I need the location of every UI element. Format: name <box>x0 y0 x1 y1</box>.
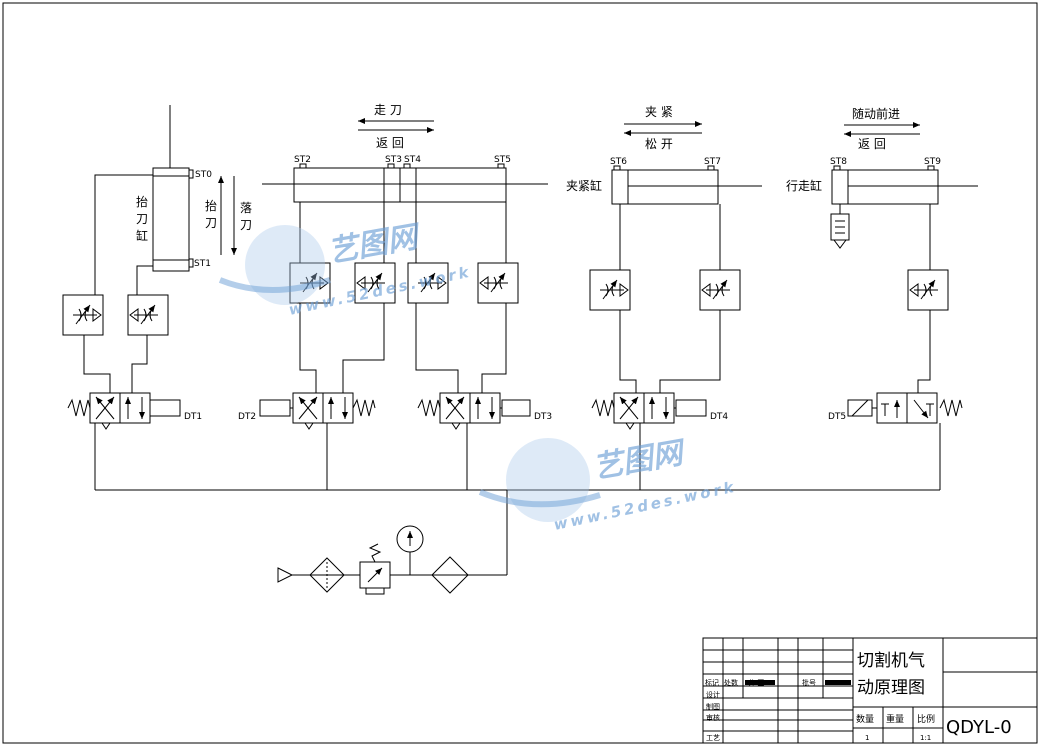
st7-label: ST7 <box>704 157 721 167</box>
clamp-cylinder: ST6 ST7 夹紧缸 夹 紧 松 开 <box>566 105 762 393</box>
drop-label-1: 落 <box>240 201 252 215</box>
throttle-valve-1 <box>63 295 103 335</box>
dt1-label: DT1 <box>184 412 202 422</box>
lift-cyl-label-2: 刀 <box>136 212 148 226</box>
tb-doc-no: 批号 <box>802 678 816 687</box>
return-label-2: 返 回 <box>858 137 886 151</box>
supply-lines <box>94 423 941 576</box>
watermark-2: 艺图网 www.52des.work <box>478 435 738 534</box>
return-label-1: 返 回 <box>376 136 404 150</box>
tb-title-line1: 切割机气 <box>857 651 925 671</box>
lift-label-1: 抬 <box>205 199 217 213</box>
clamp-cyl-label: 夹紧缸 <box>566 178 602 193</box>
st0-label: ST0 <box>195 170 212 180</box>
tb-weight: 重量 <box>886 713 904 725</box>
dt4-label: DT4 <box>710 412 728 422</box>
lift-cyl-label-3: 缸 <box>136 228 148 243</box>
throttle-valve-6 <box>478 263 518 303</box>
lift-label-2: 刀 <box>205 216 217 230</box>
valve-dt4: DT4 <box>591 393 728 429</box>
tb-process: 工艺 <box>706 734 720 742</box>
walk-cylinder: ST2 ST3 ST4 ST5 走 刀 返 回 <box>262 103 548 393</box>
tb-design: 设计 <box>706 690 720 699</box>
valve-dt1: DT1 <box>67 393 202 429</box>
tb-drawing-no: QDYL-0 <box>946 717 1012 738</box>
st9-label: ST9 <box>924 157 941 167</box>
valve-dt3: DT3 <box>417 393 552 429</box>
tb-scale: 比例 <box>917 713 935 725</box>
watermark-1: 艺图网 www.52des.work <box>218 219 473 319</box>
tb-zone: 分 区 <box>748 678 764 687</box>
dt5-label: DT5 <box>828 412 846 422</box>
walk-cyl-label: 行走缸 <box>786 178 822 193</box>
follow-cylinder: ST8 ST9 行走缸 随动前进 返 回 <box>786 106 978 393</box>
st4-label: ST4 <box>404 155 421 165</box>
dt2-label: DT2 <box>238 412 256 422</box>
tb-count: 处数 <box>724 678 738 687</box>
tb-draft: 制图 <box>706 702 720 711</box>
tb-check: 审核 <box>706 713 720 722</box>
tb-mark: 标记 <box>705 678 719 687</box>
walk-label: 走 刀 <box>374 103 402 117</box>
tb-title-line2: 动原理图 <box>857 678 925 698</box>
release-label: 松 开 <box>645 137 673 151</box>
valve-dt2: DT2 <box>238 393 376 429</box>
st2-label: ST2 <box>294 155 311 165</box>
lift-cylinder: ST0 ST1 抬 刀 缸 抬 刀 落 刀 <box>83 105 252 393</box>
st3-label: ST3 <box>385 155 402 165</box>
st1-label: ST1 <box>194 259 211 269</box>
follow-label: 随动前进 <box>852 106 900 121</box>
st8-label: ST8 <box>830 157 847 167</box>
throttle-valve-7 <box>590 270 630 310</box>
dt3-label: DT3 <box>534 412 552 422</box>
st5-label: ST5 <box>494 155 511 165</box>
title-block: 标记 处数 分 区 批号 设计 制图 审核 工艺 切割机气 动原理图 数量 重量… <box>702 637 1038 744</box>
throttle-valve-9 <box>908 270 948 310</box>
throttle-valve-2 <box>128 295 168 335</box>
throttle-valve-8 <box>700 270 740 310</box>
lift-cyl-label-1: 抬 <box>136 195 148 209</box>
clamp-label: 夹 紧 <box>645 105 673 119</box>
air-source-unit <box>277 525 469 595</box>
tb-scale-val: 1:1 <box>920 734 931 742</box>
drop-label-2: 刀 <box>240 218 252 232</box>
tb-qty: 数量 <box>856 713 874 725</box>
tb-qty-val: 1 <box>865 734 869 742</box>
st6-label: ST6 <box>610 157 627 167</box>
valve-dt5: DT5 <box>828 392 963 424</box>
watermark-text-1: 艺图网 <box>325 219 424 270</box>
